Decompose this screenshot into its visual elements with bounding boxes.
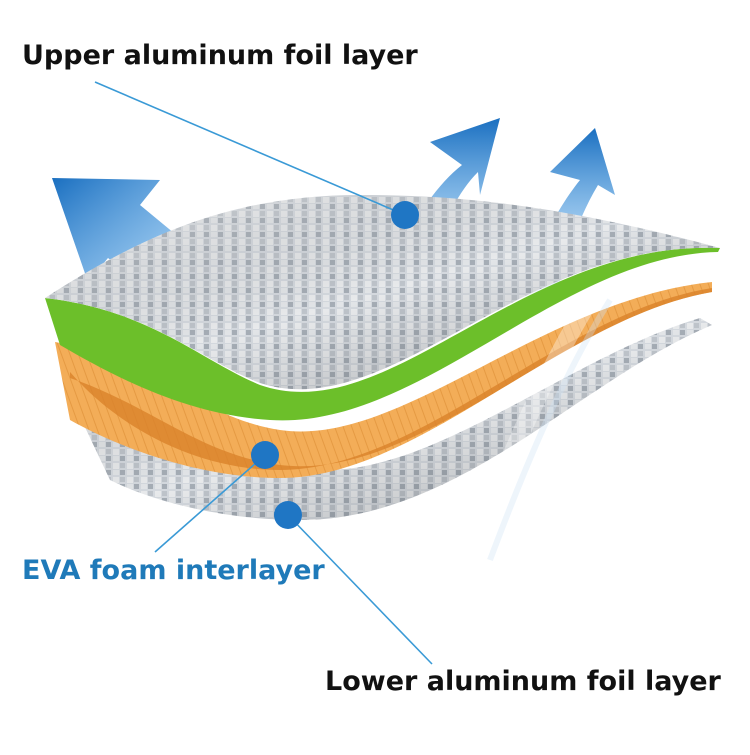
heat-flow-trails: [461, 295, 613, 564]
eva-leader-line: [154, 454, 266, 553]
upper-foil-layer: [45, 195, 720, 421]
lower-leader-line: [287, 514, 433, 665]
eva-foam-label: EVA foam interlayer: [22, 555, 325, 586]
layer-marker-dot-icon: [274, 501, 302, 529]
upper-leader-line: [94, 81, 406, 216]
layer-marker-dot-icon: [251, 441, 279, 469]
marker-dots: [251, 201, 419, 529]
eva-foam-layer: [55, 282, 712, 478]
layer-marker-dot-icon: [391, 201, 419, 229]
lower-foil-label: Lower aluminum foil layer: [325, 666, 721, 697]
leader-lines: [94, 81, 433, 665]
upper-foil-label: Upper aluminum foil layer: [22, 40, 418, 71]
